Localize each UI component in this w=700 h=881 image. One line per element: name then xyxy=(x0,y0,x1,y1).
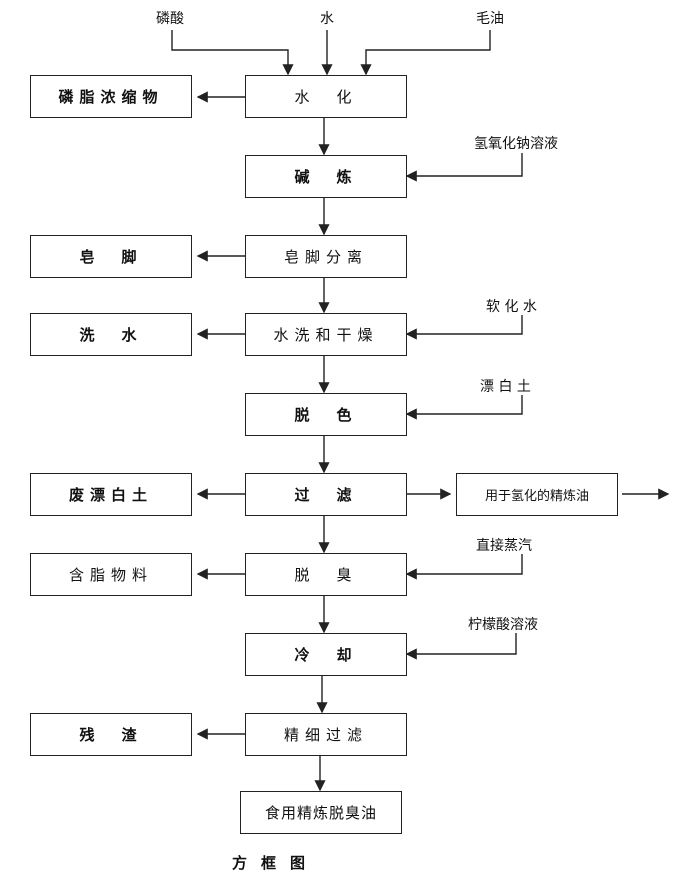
step-filtration: 过 滤 xyxy=(245,473,407,516)
label-phosphoric-acid: 磷酸 xyxy=(156,11,184,27)
arrow-naoh xyxy=(405,153,523,182)
label-citric-acid-solution: 柠檬酸溶液 xyxy=(468,617,538,633)
arrow-softened-water xyxy=(405,315,523,340)
step-washing-drying: 水洗和干燥 xyxy=(245,313,407,356)
step-hydration: 水 化 xyxy=(245,75,407,118)
step-final-product: 食用精炼脱臭油 xyxy=(240,791,402,834)
label-naoh-solution: 氢氧化钠溶液 xyxy=(474,136,558,152)
label-softened-water: 软 化 水 xyxy=(486,299,537,315)
step-decolorization: 脱 色 xyxy=(245,393,407,436)
step-cooling: 冷 却 xyxy=(245,633,407,676)
output-hydrogenation-oil: 用于氢化的精炼油 xyxy=(456,473,618,516)
diagram-caption: 方框图 xyxy=(232,854,320,872)
arrow-bleaching-earth xyxy=(405,395,523,420)
arrow-phosphoric-acid xyxy=(171,30,294,76)
arrow-crude-oil xyxy=(360,30,491,76)
label-direct-steam: 直接蒸汽 xyxy=(476,538,532,554)
output-phospholipid-concentrate: 磷脂浓缩物 xyxy=(30,75,192,118)
step-deodorization: 脱 臭 xyxy=(245,553,407,596)
label-water: 水 xyxy=(320,11,334,27)
output-spent-bleaching-earth: 废漂白土 xyxy=(30,473,192,516)
output-soapstock: 皂 脚 xyxy=(30,235,192,278)
label-crude-oil: 毛油 xyxy=(476,11,504,27)
step-soapstock-separation: 皂脚分离 xyxy=(245,235,407,278)
arrow-direct-steam xyxy=(405,554,523,580)
output-wash-water: 洗 水 xyxy=(30,313,192,356)
output-fat-containing-material: 含脂物料 xyxy=(30,553,192,596)
step-alkali-refining: 碱 炼 xyxy=(245,155,407,198)
arrow-citric-acid xyxy=(405,633,517,660)
output-residue: 残 渣 xyxy=(30,713,192,756)
step-fine-filtration: 精细过滤 xyxy=(245,713,407,756)
label-bleaching-earth: 漂 白 土 xyxy=(480,379,531,395)
